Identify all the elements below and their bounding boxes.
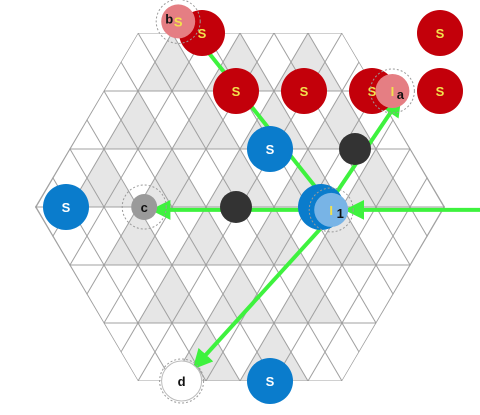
piece-label: S [266, 374, 275, 389]
piece-label: S [266, 142, 275, 157]
target-ring [121, 184, 167, 230]
pieces[interactable]: SSSSSSSSISSbIacdI1 [43, 0, 480, 404]
target-ring [155, 0, 201, 44]
target-mark: b [165, 11, 173, 26]
grid-line-diagonal [35, 33, 166, 381]
piece-disc [43, 184, 89, 230]
grid-line-diagonal [451, 0, 480, 415]
target-disc [375, 74, 410, 108]
piece-disc [247, 358, 293, 404]
piece-red-row1-d[interactable]: S [417, 68, 463, 114]
target-piece-label: I [391, 84, 395, 99]
board-triangle [308, 207, 376, 265]
piece-disc [247, 126, 293, 172]
board-triangle [206, 265, 274, 323]
piece-label: S [436, 26, 445, 41]
piece-disc [417, 68, 463, 114]
target-ring [308, 187, 354, 233]
target-disc [314, 192, 349, 227]
target-mark: c [141, 200, 148, 215]
piece-blue-row2[interactable]: S [247, 126, 293, 172]
grid-line-diagonal [35, 33, 234, 381]
piece-disc [220, 191, 252, 223]
piece-red-top-right[interactable]: S [417, 10, 463, 56]
piece-blue-bottom[interactable]: S [247, 358, 293, 404]
target-ring [369, 68, 415, 114]
grid-line-diagonal [0, 0, 29, 415]
grid-line-diagonal [246, 33, 445, 381]
target-mark: d [178, 374, 186, 389]
piece-blue-left[interactable]: S [43, 184, 89, 230]
piece-label: S [436, 84, 445, 99]
target-disc [161, 360, 203, 402]
target-piece-label: I [329, 203, 333, 218]
target-disc [131, 194, 158, 220]
piece-label: S [300, 84, 309, 99]
board-triangle [172, 91, 240, 149]
board-triangle [138, 33, 206, 91]
grid-line-diagonal [451, 0, 480, 415]
move-marker-d[interactable]: d [159, 358, 205, 404]
board-triangle [104, 207, 172, 265]
piece-red-row1-a[interactable]: S [213, 68, 259, 114]
piece-disc [339, 133, 371, 165]
board-triangle [240, 207, 308, 265]
board-triangle [206, 149, 274, 207]
board-triangle [138, 265, 206, 323]
grid-line-diagonal [280, 33, 445, 381]
arrow-to-b [185, 24, 326, 200]
target-mark: 1 [337, 206, 344, 221]
grid-line-diagonal [0, 0, 29, 415]
piece-black-3[interactable] [220, 191, 252, 223]
piece-label: S [232, 84, 241, 99]
piece-label: S [368, 84, 377, 99]
arrow-to-d [192, 223, 326, 370]
piece-disc [213, 68, 259, 114]
move-marker-c[interactable]: c [121, 184, 167, 230]
piece-disc [417, 10, 463, 56]
piece-label: S [62, 200, 71, 215]
move-marker-b[interactable]: Sb [155, 0, 201, 44]
target-mark: a [397, 87, 405, 102]
target-ring [159, 358, 205, 404]
board-triangle [274, 265, 342, 323]
board-triangle [138, 149, 206, 207]
board-triangle [104, 91, 172, 149]
piece-disc [281, 68, 327, 114]
grid-line-diagonal [314, 33, 445, 381]
piece-label: S [198, 26, 207, 41]
board-triangle [172, 207, 240, 265]
piece-black-1[interactable] [339, 133, 371, 165]
target-piece-label: S [174, 14, 183, 29]
piece-red-row1-b[interactable]: S [281, 68, 327, 114]
target-disc [161, 4, 196, 39]
board-triangle [70, 149, 138, 207]
board-triangle [342, 149, 410, 207]
